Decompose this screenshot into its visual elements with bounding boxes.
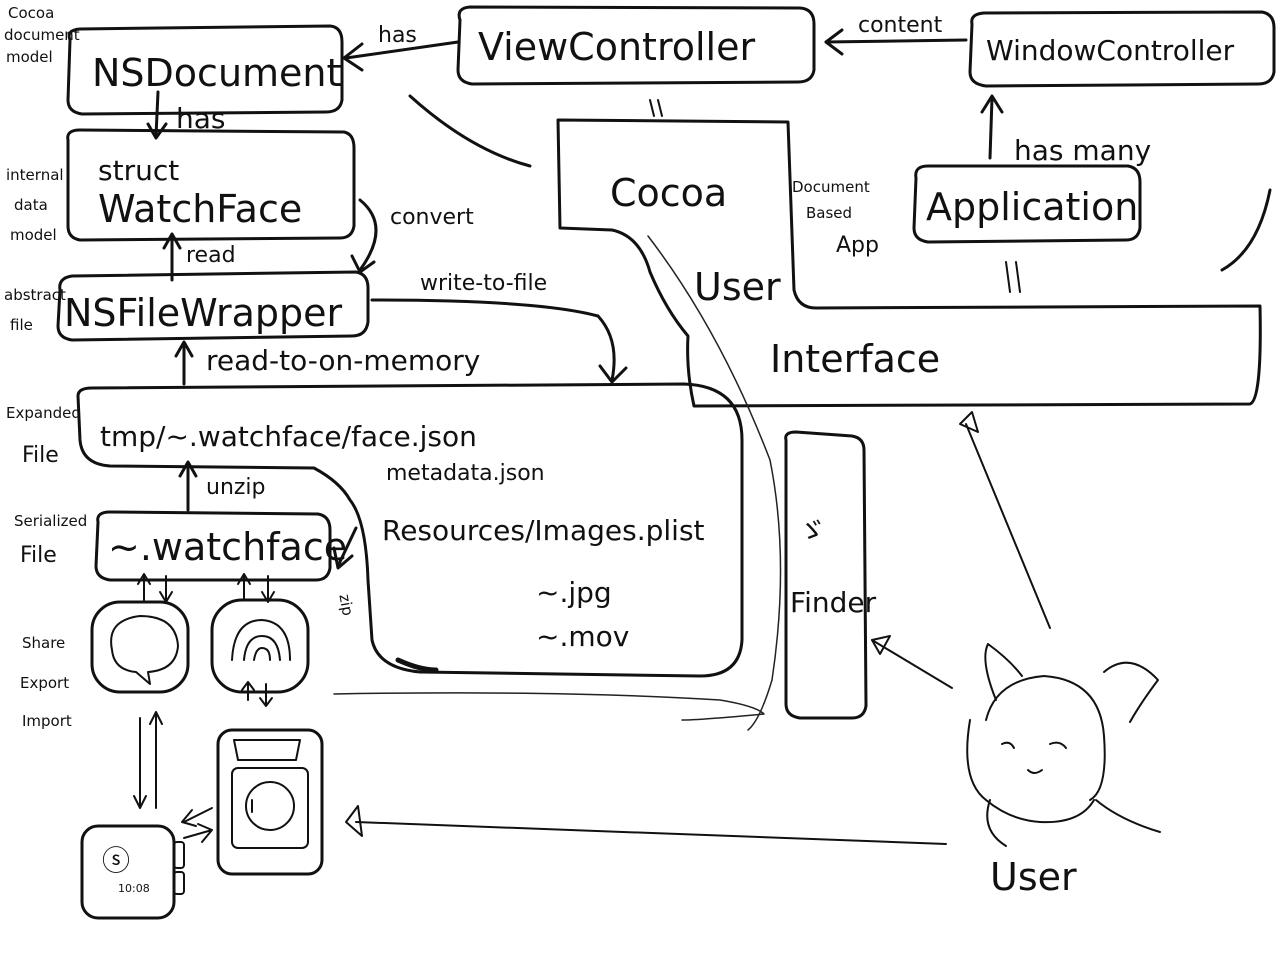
edge-content: content	[824, 13, 968, 56]
layer-label-line: Serialized	[14, 512, 87, 530]
edge-label-write-to-file: write-to-file	[420, 271, 547, 296]
finder-box: ゞ Finder	[784, 430, 877, 720]
document-based-app-label: Document Based App	[792, 178, 879, 258]
messages-app-icon	[90, 600, 190, 694]
nsdocument-box: NSDocument	[66, 24, 344, 116]
edge-has-many: has many	[980, 94, 1151, 167]
layer-label-line: abstract	[4, 286, 66, 304]
edge-label-unzip: unzip	[206, 475, 266, 500]
edge-phone-to-watch	[181, 807, 213, 843]
serialized-label: ~.watchface	[108, 525, 347, 569]
edge-read: read	[162, 232, 236, 282]
layer-label-document-model: Cocoa document model	[4, 4, 80, 66]
layer-label-line: model	[10, 226, 57, 244]
struct-label: struct	[98, 154, 179, 187]
layer-label-share-export-import: Share Export Import	[20, 634, 72, 730]
windowcontroller-label: WindowController	[986, 34, 1235, 67]
edge-label-zip: zip	[335, 593, 356, 617]
jpg-label: ~.jpg	[536, 576, 612, 609]
layer-label-expanded-file: Expanded File	[6, 404, 81, 468]
layer-label-line: Import	[22, 712, 72, 730]
resources-label: Resources/Images.plist	[382, 514, 705, 547]
nsfilewrapper-label: NSFileWrapper	[64, 291, 343, 335]
mov-label: ~.mov	[536, 620, 629, 653]
edge-label-read: read	[186, 243, 236, 268]
struct-watchface-box: struct WatchFace	[66, 128, 356, 242]
layer-label-line: document	[4, 26, 80, 44]
layer-label-line: file	[10, 316, 33, 334]
user-ui-label: User	[694, 265, 781, 309]
edge-zip: zip	[332, 526, 358, 617]
finder-label: Finder	[790, 586, 877, 619]
layer-label-line: data	[14, 196, 48, 214]
cocoa-label: Cocoa	[610, 171, 727, 215]
edge-label-read-to-memory: read-to-on-memory	[206, 344, 480, 377]
layer-label-line: Share	[22, 634, 65, 652]
user-avatar-icon	[966, 643, 1161, 847]
doc-based-line: Based	[806, 204, 852, 222]
apple-watch-icon: ⓢ 10:08	[80, 824, 185, 920]
layer-label-line: Cocoa	[8, 4, 54, 22]
iphone-device-icon	[216, 728, 324, 876]
serialized-share-arrows	[137, 573, 275, 603]
boundary-line-lower	[333, 692, 765, 721]
edge-label-convert: convert	[390, 205, 474, 230]
doc-based-line: Document	[792, 178, 870, 196]
viewcontroller-box: ViewController	[456, 5, 816, 86]
windowcontroller-box: WindowController	[968, 10, 1276, 88]
layer-label-line: internal	[6, 166, 64, 184]
watch-face-glyph: ⓢ	[102, 844, 130, 877]
airdrop-icon	[210, 598, 310, 694]
metadata-label: metadata.json	[386, 461, 545, 486]
edge-user-to-interface	[959, 411, 1051, 629]
edge-label-content: content	[858, 13, 943, 38]
expanded-path-label: tmp/~.watchface/face.json	[100, 420, 477, 453]
edge-label-has: has	[378, 23, 417, 48]
layer-label-internal-data-model: internal data model	[6, 166, 64, 244]
doc-based-line: App	[836, 233, 879, 258]
finder-glyph: ゞ	[798, 514, 826, 547]
layer-label-line: File	[22, 443, 59, 468]
user-label: User	[990, 855, 1077, 899]
layer-label-line: Export	[20, 674, 69, 692]
share-device-arrows	[133, 681, 273, 809]
layer-label-line: File	[20, 543, 57, 568]
watch-time-label: 10:08	[118, 882, 150, 895]
edge-read-to-memory: read-to-on-memory	[174, 340, 480, 386]
edge-has-nsdocument: has	[342, 23, 460, 72]
layer-label-serialized-file: Serialized File	[14, 512, 87, 568]
watchface-label: WatchFace	[98, 187, 302, 231]
cocoa-ui-region: Cocoa User Interface	[408, 94, 1262, 408]
serialized-file-box: ~.watchface	[94, 510, 347, 582]
boundary-line	[647, 235, 782, 731]
application-label: Application	[926, 185, 1138, 229]
interface-label: Interface	[770, 337, 940, 381]
edge-label-has-many: has many	[1014, 134, 1151, 167]
edge-convert: convert	[350, 198, 474, 274]
decorative-curve	[1220, 188, 1272, 272]
layer-label-line: Expanded	[6, 404, 81, 422]
expanded-file-box: tmp/~.watchface/face.json metadata.json …	[76, 382, 744, 678]
edge-unzip: unzip	[178, 460, 266, 512]
edge-user-to-device	[345, 805, 947, 845]
application-box: Application	[912, 164, 1142, 293]
edge-write-to-file: write-to-file	[370, 271, 628, 384]
viewcontroller-label: ViewController	[478, 25, 755, 69]
nsfilewrapper-box: NSFileWrapper	[56, 270, 370, 342]
layer-label-line: model	[6, 48, 53, 66]
layer-label-abstract-file: abstract file	[4, 286, 66, 334]
edge-user-to-finder	[871, 635, 953, 689]
nsdocument-label: NSDocument	[92, 51, 341, 95]
